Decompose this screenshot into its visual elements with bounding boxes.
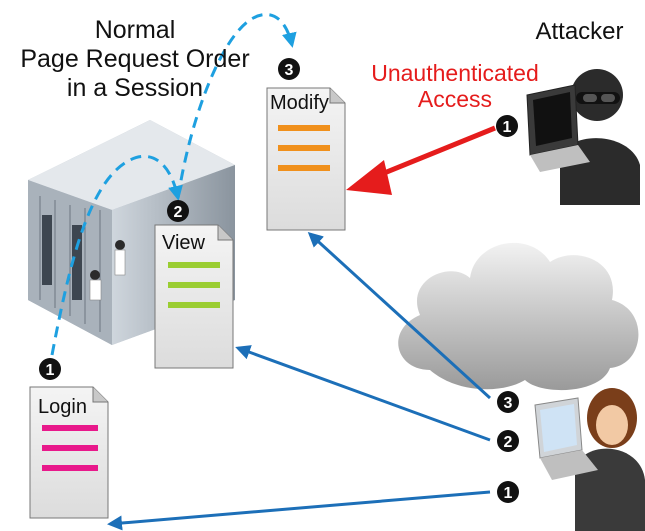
normal-request-flow (50, 12, 297, 356)
svg-text:3: 3 (504, 395, 513, 412)
page-label-modify: Modify (270, 92, 329, 114)
page-stripe (42, 425, 98, 431)
page-label-login: Login (38, 396, 87, 418)
page-modify (266, 87, 346, 231)
unauth-line-2: Access (417, 86, 493, 113)
arrow-to-view (235, 345, 491, 442)
page-stripe (168, 282, 220, 288)
arrow-to-modify (307, 231, 492, 400)
title-line-2: Page Request Order (20, 44, 250, 73)
step-badge-view: 2 (167, 200, 189, 222)
page-stripe (278, 145, 330, 151)
unauth-line-1: Unauthenticated (371, 60, 539, 86)
step-badge-user-2: 2 (497, 430, 519, 452)
step-badge-modify: 3 (278, 58, 300, 80)
diagram-title: Normal Page Request Order in a Session (10, 16, 260, 102)
page-stripe (278, 165, 330, 171)
page-stripe (42, 465, 98, 471)
svg-text:2: 2 (174, 204, 183, 221)
svg-text:1: 1 (504, 485, 513, 502)
page-label-view: View (162, 232, 205, 254)
page-stripe (168, 262, 220, 268)
unauthenticated-access-label: Unauthenticated Access (350, 60, 560, 113)
svg-text:2: 2 (504, 434, 513, 451)
page-stripe (278, 125, 330, 131)
page-login (29, 386, 109, 519)
svg-text:1: 1 (46, 362, 55, 379)
attack-arrow (346, 125, 496, 195)
step-badge-user-3: 3 (497, 391, 519, 413)
title-line-3: in a Session (66, 73, 204, 102)
page-stripe (42, 445, 98, 451)
attacker-figure (526, 69, 640, 205)
step-badge-user-1: 1 (497, 481, 519, 503)
step-badge-login: 1 (39, 358, 61, 380)
internet-cloud (398, 242, 639, 391)
svg-text:3: 3 (285, 62, 294, 79)
user-figure (534, 388, 645, 531)
svg-text:1: 1 (503, 119, 512, 136)
step-badge-attacker: 1 (496, 115, 518, 137)
page-stripe (168, 302, 220, 308)
user-request-arrows (107, 231, 492, 531)
page-view (154, 224, 234, 369)
attacker-label: Attacker (535, 18, 624, 45)
arrow-to-login (107, 490, 491, 531)
title-line-1: Normal (94, 16, 176, 44)
